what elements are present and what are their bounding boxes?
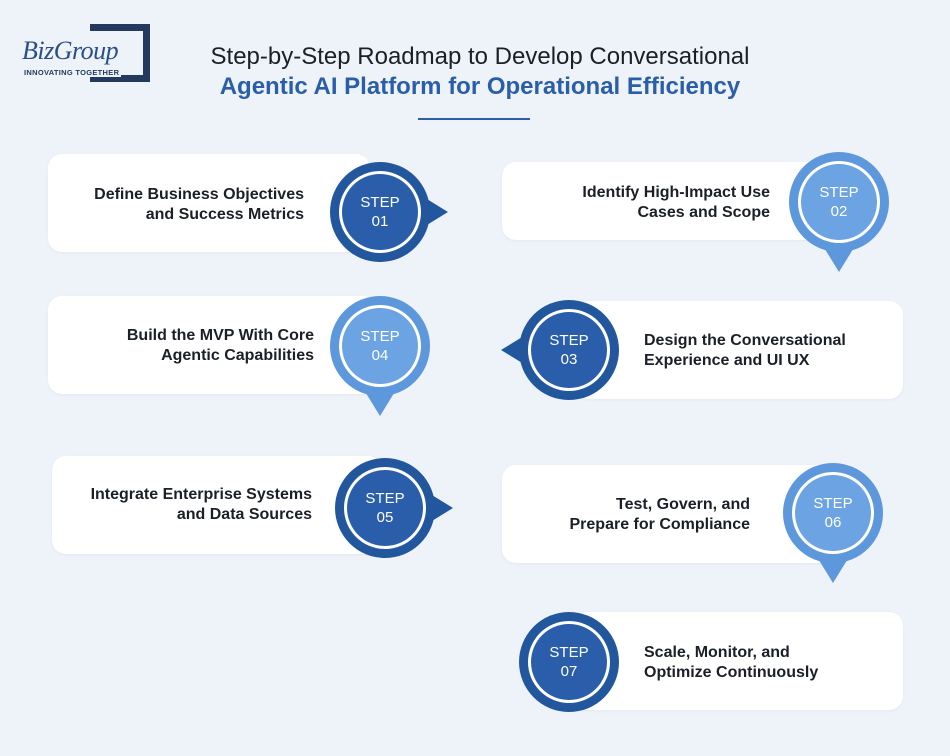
step-01-text-line-1: Define Business Objectives [94,186,304,203]
step-05-number: 05 [376,509,394,526]
step-02-text-line-2: Cases and Scope [637,204,771,221]
step-06-text-line-2: Prepare for Compliance [569,516,751,533]
logo-tagline: INNOVATING TOGETHER [24,68,122,77]
step-07-text: Scale, Monitor, and Optimize Continuousl… [644,643,818,683]
page-title-line-1: Step-by-Step Roadmap to Develop Conversa… [210,43,750,70]
title-underline [418,118,530,120]
step-03-badge: STEP 03 [501,300,619,400]
step-04-text: Build the MVP With Core Agentic Capabili… [127,326,314,366]
step-03-label: STEP [549,332,589,349]
step-05-badge: STEP 05 [335,458,453,558]
step-02-badge: STEP 02 [789,152,889,272]
step-07-circle: STEP 07 [531,624,607,700]
step-01-card [48,154,370,252]
step-02-card [502,162,842,240]
bizgroup-logo: BizGroup INNOVATING TOGETHER [22,24,158,84]
step-03-text: Design the Conversational Experience and… [644,331,846,371]
step-01-text: Define Business Objectives and Success M… [94,185,304,225]
step-07-text-line-1: Scale, Monitor, and [644,644,790,661]
step-01-number: 01 [371,213,389,230]
step-01-circle: STEP 01 [342,174,418,250]
step-01-badge: STEP 01 [330,162,448,262]
step-03-text-line-2: Experience and UI UX [644,352,810,369]
step-06-text: Test, Govern, and Prepare for Compliance [570,495,751,535]
step-04-text-line-2: Agentic Capabilities [161,347,314,364]
step-01-label: STEP [360,194,400,211]
step-07-number: 07 [560,663,578,680]
step-05-label: STEP [365,490,405,507]
step-04-label: STEP [360,328,400,345]
step-01-text-line-2: and Success Metrics [145,206,304,223]
step-04-card [48,296,378,394]
step-06-circle: STEP 06 [795,475,871,551]
step-06-number: 06 [824,514,842,531]
logo-frame-mark [90,24,150,82]
step-05-text: Integrate Enterprise Systems and Data So… [91,485,312,525]
logo-wordmark: BizGroup [22,36,121,66]
page-title-line-2: Agentic AI Platform for Operational Effi… [219,73,741,100]
step-02-circle: STEP 02 [801,164,877,240]
step-02-text: Identify High-Impact Use Cases and Scope [582,183,770,223]
step-04-badge: STEP 04 [330,296,430,416]
step-03-card [575,301,903,399]
step-07-text-line-2: Optimize Continuously [644,664,819,681]
step-06-text-line-1: Test, Govern, and [616,496,750,513]
step-04-circle: STEP 04 [342,308,418,384]
step-07-badge: STEP 07 [519,612,619,712]
step-07-card [575,612,903,710]
step-06-label: STEP [813,495,853,512]
step-05-card [52,456,382,554]
step-03-circle: STEP 03 [531,312,607,388]
step-05-text-line-1: Integrate Enterprise Systems [90,486,312,503]
step-05-circle: STEP 05 [347,470,423,546]
step-03-text-line-1: Design the Conversational [644,332,846,349]
step-05-text-line-2: and Data Sources [176,506,312,523]
step-06-badge: STEP 06 [783,463,883,583]
step-02-text-line-1: Identify High-Impact Use [582,184,770,201]
step-04-number: 04 [371,347,389,364]
step-02-number: 02 [830,203,848,220]
step-02-label: STEP [819,184,859,201]
step-03-number: 03 [560,351,578,368]
step-04-text-line-1: Build the MVP With Core [126,327,314,344]
step-07-label: STEP [549,644,589,661]
